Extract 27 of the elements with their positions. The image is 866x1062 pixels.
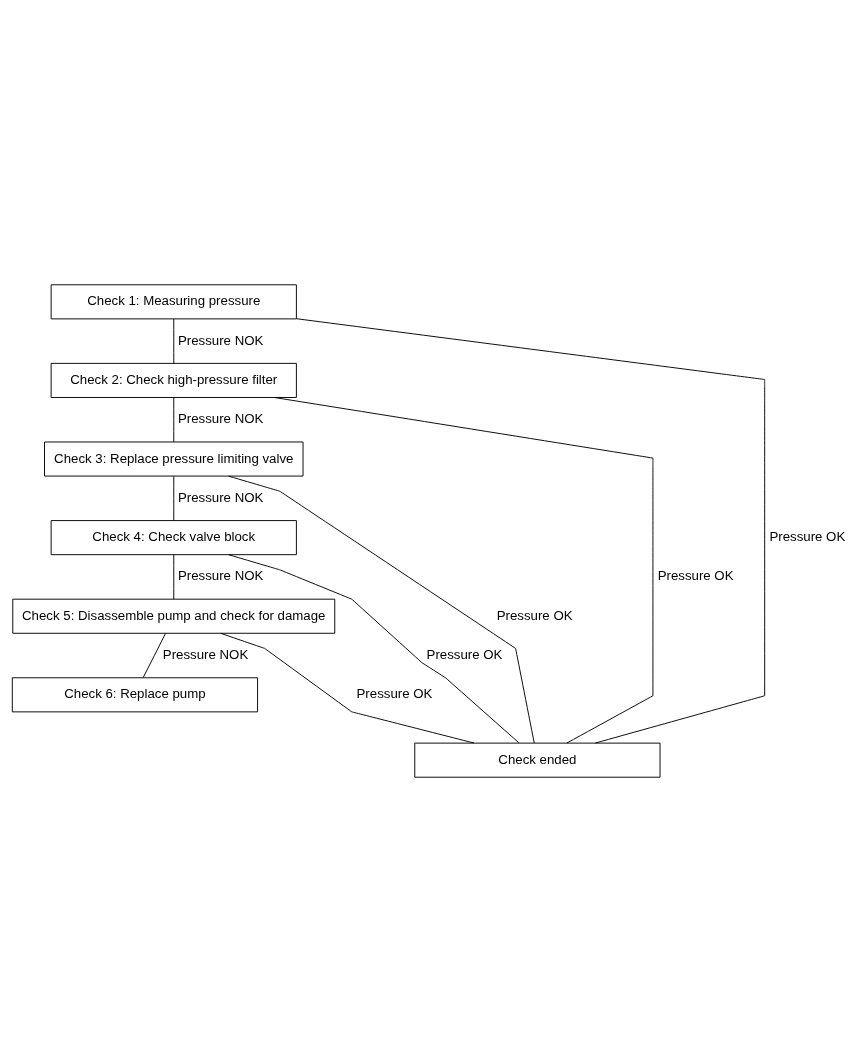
edge-label: Pressure NOK	[177, 489, 264, 505]
connector	[173, 397, 175, 443]
edge-label: Pressure NOK	[177, 332, 264, 348]
node-box: Check 3: Replace pressure limiting valve	[44, 441, 304, 477]
node-box: Check 6: Replace pump	[11, 677, 259, 713]
node-box: Check ended	[414, 742, 661, 778]
connector	[220, 632, 475, 744]
edge-label: Pressure OK	[426, 647, 503, 663]
connector	[173, 554, 175, 600]
edge-label: Pressure OK	[356, 686, 433, 702]
node-box: Check 4: Check valve block	[50, 520, 297, 556]
connector	[173, 475, 175, 521]
connector	[228, 554, 520, 744]
connector	[228, 475, 535, 744]
node-box: Check 5: Disassemble pump and check for damage	[12, 598, 336, 634]
node-box: Check 2: Check high-pressure filter	[50, 362, 297, 398]
edge-label: Pressure NOK	[177, 568, 264, 584]
connector	[296, 318, 766, 744]
edge-label: Pressure NOK	[177, 411, 264, 427]
edge-label: Pressure OK	[657, 568, 734, 584]
edge-label: Pressure OK	[769, 529, 846, 545]
node-box: Check 1: Measuring pressure	[50, 284, 297, 320]
connector	[142, 632, 166, 679]
edge-label: Pressure NOK	[162, 647, 249, 663]
connector	[274, 397, 654, 744]
edge-label: Pressure OK	[496, 607, 573, 623]
connector	[173, 318, 175, 364]
